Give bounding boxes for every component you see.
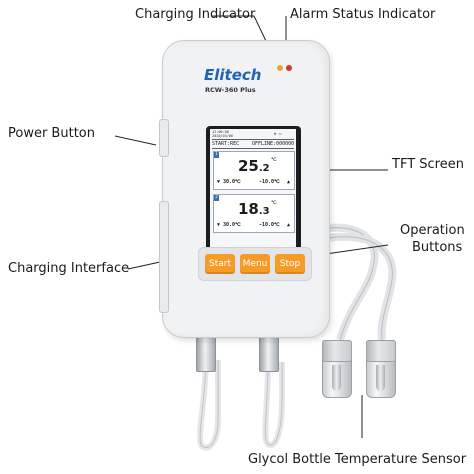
callout-alarm-status-indicator: Alarm Status Indicator [290,7,436,22]
sensor2-probe [376,365,385,391]
alarm-indicator-led [286,65,292,71]
probe1-temp-frac: .2 [258,163,270,174]
probe1-upper-icon: ▼ [217,179,221,185]
sensor1-probe [332,365,341,391]
callout-power-button: Power Button [8,126,95,141]
probe1-card: 1 25.2 ℃ ▼ 30.0℃ -10.0℃ ▲ [213,151,295,190]
callout-charging-indicator: Charging Indicator [135,7,256,22]
callout-operation-line1: Operation [400,223,465,238]
model-label: RCW-360 Plus [205,86,256,94]
probe2-lower-icon: ▲ [287,222,291,228]
sensor1-cap [322,340,352,362]
probe2-temp-int: 18 [238,200,259,218]
probe1-lower-icon: ▲ [287,179,291,185]
probe2-temperature: 18.3 [238,200,270,218]
start-rec-label: START:REC [212,141,240,147]
menu-button[interactable]: Menu [240,254,270,274]
probe1-temp-int: 25 [238,157,259,175]
start-button[interactable]: Start [205,254,235,274]
callout-operation-line2: Buttons [412,240,463,255]
glycol-bottle-sensor-2 [366,340,396,398]
probe1-upper-limit: 30.0℃ [223,179,241,185]
wifi-battery-icon: ≋ ▭ [274,131,282,136]
probe2-index: 2 [214,195,219,201]
probe1-temperature: 25.2 [238,157,270,175]
probe1-lower-limit: -10.0℃ [259,179,280,185]
operation-buttons-panel: Start Menu Stop [198,247,312,281]
probe2-lower-limit: -10.0℃ [259,222,280,228]
brand-logo: Elitech [204,66,262,84]
charging-interface-cover[interactable] [159,201,169,313]
callout-glycol-sensor: Glycol Bottle Temperature Sensor [248,452,467,467]
probe2-upper-icon: ▼ [217,222,221,228]
data-logger-device: Elitech RCW-360 Plus 12:00:00 2020/03/06… [159,40,330,338]
sensor2-cap [366,340,396,362]
tft-screen: 12:00:00 2020/03/06 ≋ ▭ START:REC OFFLIN… [210,129,296,253]
probe1-unit: ℃ [271,157,277,163]
callout-tft-screen: TFT Screen [392,157,464,172]
probe2-card: 2 18.3 ℃ ▼ 30.0℃ -10.0℃ ▲ [213,194,295,233]
screen-time: 12:00:00 [212,130,229,134]
charging-indicator-led [277,65,283,71]
offline-label: OFFLINE:000000 [252,141,295,147]
probe1-index: 1 [214,152,219,158]
probe2-upper-limit: 30.0℃ [223,222,241,228]
screen-date: 2020/03/06 [212,134,234,138]
callout-charging-interface: Charging Interface [8,261,130,276]
stop-button[interactable]: Stop [275,254,305,274]
power-button[interactable] [159,119,169,157]
glycol-bottle-sensor-1 [322,340,352,398]
probe2-unit: ℃ [271,200,277,206]
probe2-temp-frac: .3 [258,206,270,217]
